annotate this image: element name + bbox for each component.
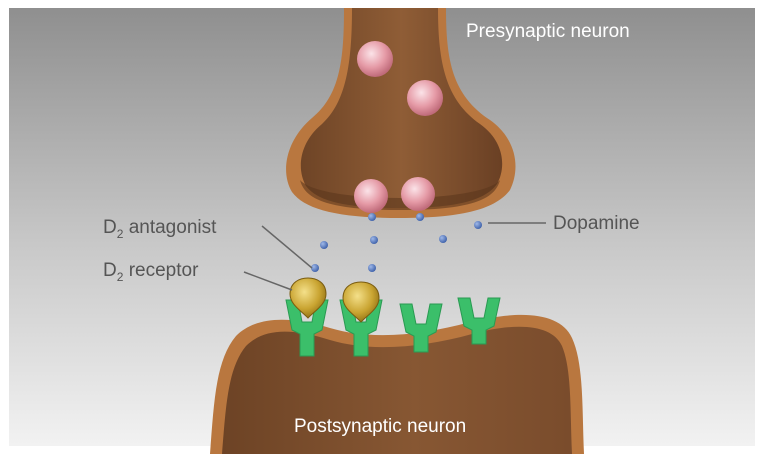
d2-antagonist-label-text: antagonist xyxy=(123,217,217,238)
dopamine-label: Dopamine xyxy=(553,213,640,234)
d2-receptor-label-prefix: D xyxy=(103,260,117,281)
postsynaptic-neuron-label: Postsynaptic neuron xyxy=(294,416,466,437)
d2-receptor-label-text: receptor xyxy=(123,260,199,281)
d2-antagonist-label-prefix: D xyxy=(103,217,117,238)
presynaptic-neuron-label: Presynaptic neuron xyxy=(466,21,630,42)
